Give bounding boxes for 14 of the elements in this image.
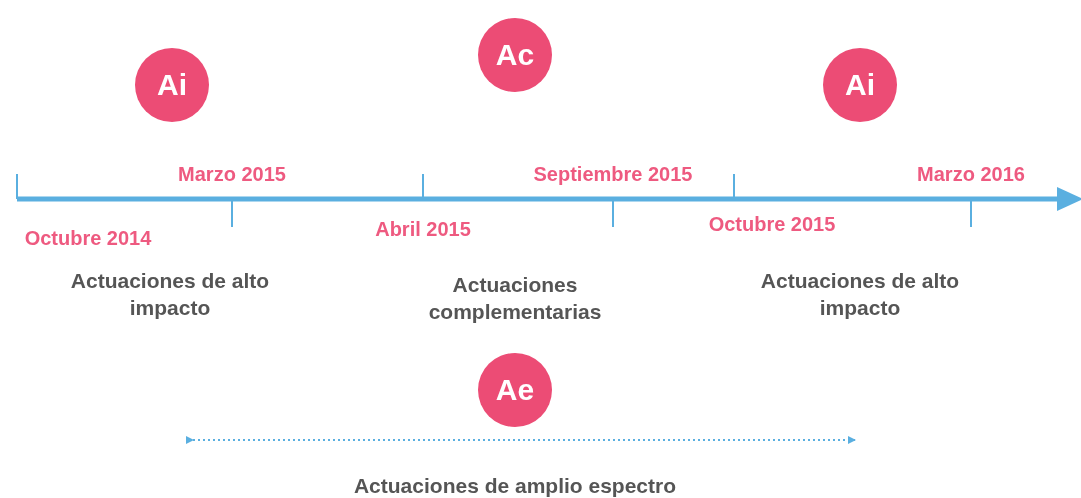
badge-circle: Ac bbox=[478, 18, 552, 92]
badge-circle: Ai bbox=[135, 48, 209, 122]
badge-circle: Ae bbox=[478, 353, 552, 427]
date-label: Marzo 2016 bbox=[917, 162, 1025, 187]
date-label: Octubre 2015 bbox=[708, 212, 836, 237]
phase-description: Actuaciones de alto impacto bbox=[759, 267, 961, 321]
date-label: Septiembre 2015 bbox=[533, 162, 693, 187]
phase-description: Actuaciones de alto impacto bbox=[69, 267, 271, 321]
phase-description: Actuaciones de amplio espectro bbox=[353, 473, 677, 498]
badge-circle: Ai bbox=[823, 48, 897, 122]
date-label: Octubre 2014 bbox=[24, 226, 152, 251]
phase-description: Actuaciones complementarias bbox=[427, 271, 603, 325]
date-label: Abril 2015 bbox=[375, 217, 471, 242]
date-label: Marzo 2015 bbox=[178, 162, 286, 187]
